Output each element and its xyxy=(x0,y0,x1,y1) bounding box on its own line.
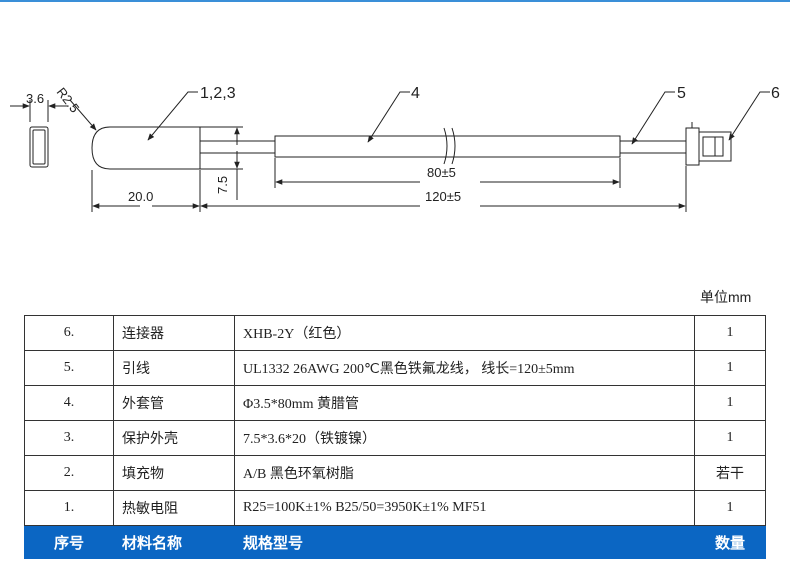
header-quantity: 数量 xyxy=(694,525,766,559)
table-row: 6. 连接器 XHB-2Y（红色） 1 xyxy=(24,315,766,351)
bom-table: 6. 连接器 XHB-2Y（红色） 1 5. 引线 UL1332 26AWG 2… xyxy=(24,315,766,559)
dim-total-length-label: 120±5 xyxy=(425,189,461,204)
dim-radius-label: R2.5 xyxy=(54,85,83,116)
callout-sleeve: 4 xyxy=(411,85,420,102)
row-number: 4. xyxy=(24,385,114,421)
row-number: 1. xyxy=(24,490,114,526)
dim-width-label: 3.6 xyxy=(26,91,44,106)
quantity: 1 xyxy=(694,490,766,526)
row-number: 6. xyxy=(24,315,114,351)
table-header-row: 序号 材料名称 规格型号 数量 xyxy=(24,525,766,559)
material-name: 引线 xyxy=(113,350,235,386)
row-number: 5. xyxy=(24,350,114,386)
spec-model: Φ3.5*80mm 黄腊管 xyxy=(234,385,695,421)
unit-label: 单位mm xyxy=(700,289,752,305)
spec-model: UL1332 26AWG 200℃黑色铁氟龙线， 线长=120±5mm xyxy=(234,350,695,386)
probe-body xyxy=(91,126,201,170)
header-spec-model: 规格型号 xyxy=(234,525,695,559)
callout-probe: 1,2,3 xyxy=(200,85,236,102)
table-row: 5. 引线 UL1332 26AWG 200℃黑色铁氟龙线， 线长=120±5m… xyxy=(24,350,766,386)
header-number: 序号 xyxy=(24,525,114,559)
spec-model: R25=100K±1% B25/50=3950K±1% MF51 xyxy=(234,490,695,526)
material-name: 外套管 xyxy=(113,385,235,421)
dim-sleeve-length-label: 80±5 xyxy=(427,165,456,180)
table-row: 1. 热敏电阻 R25=100K±1% B25/50=3950K±1% MF51… xyxy=(24,490,766,526)
connector-shell xyxy=(685,127,700,166)
material-name: 热敏电阻 xyxy=(113,490,235,526)
material-name: 填充物 xyxy=(113,455,235,491)
quantity: 1 xyxy=(694,420,766,456)
row-number: 3. xyxy=(24,420,114,456)
header-material-name: 材料名称 xyxy=(113,525,235,559)
spec-model: A/B 黑色环氧树脂 xyxy=(234,455,695,491)
dim-body-length-label: 20.0 xyxy=(128,189,153,204)
sensor-drawing: 3.6 R2.5 7.5 20.0 80±5 120±5 1,2,3 4 5 6 xyxy=(10,85,780,212)
sleeve-tube xyxy=(274,135,621,158)
table-row: 3. 保护外壳 7.5*3.6*20（铁镀镍） 1 xyxy=(24,420,766,456)
spec-model: 7.5*3.6*20（铁镀镍） xyxy=(234,420,695,456)
quantity: 1 xyxy=(694,385,766,421)
callout-connector: 6 xyxy=(771,85,780,102)
table-row: 2. 填充物 A/B 黑色环氧树脂 若干 xyxy=(24,455,766,491)
table-row: 4. 外套管 Φ3.5*80mm 黄腊管 1 xyxy=(24,385,766,421)
callout-lead: 5 xyxy=(677,85,686,102)
quantity: 若干 xyxy=(694,455,766,491)
top-accent-line xyxy=(0,0,790,2)
quantity: 1 xyxy=(694,350,766,386)
row-number: 2. xyxy=(24,455,114,491)
quantity: 1 xyxy=(694,315,766,351)
dim-height-label: 7.5 xyxy=(215,176,230,194)
spec-model: XHB-2Y（红色） xyxy=(234,315,695,351)
material-name: 连接器 xyxy=(113,315,235,351)
probe-end-view xyxy=(29,126,49,168)
material-name: 保护外壳 xyxy=(113,420,235,456)
